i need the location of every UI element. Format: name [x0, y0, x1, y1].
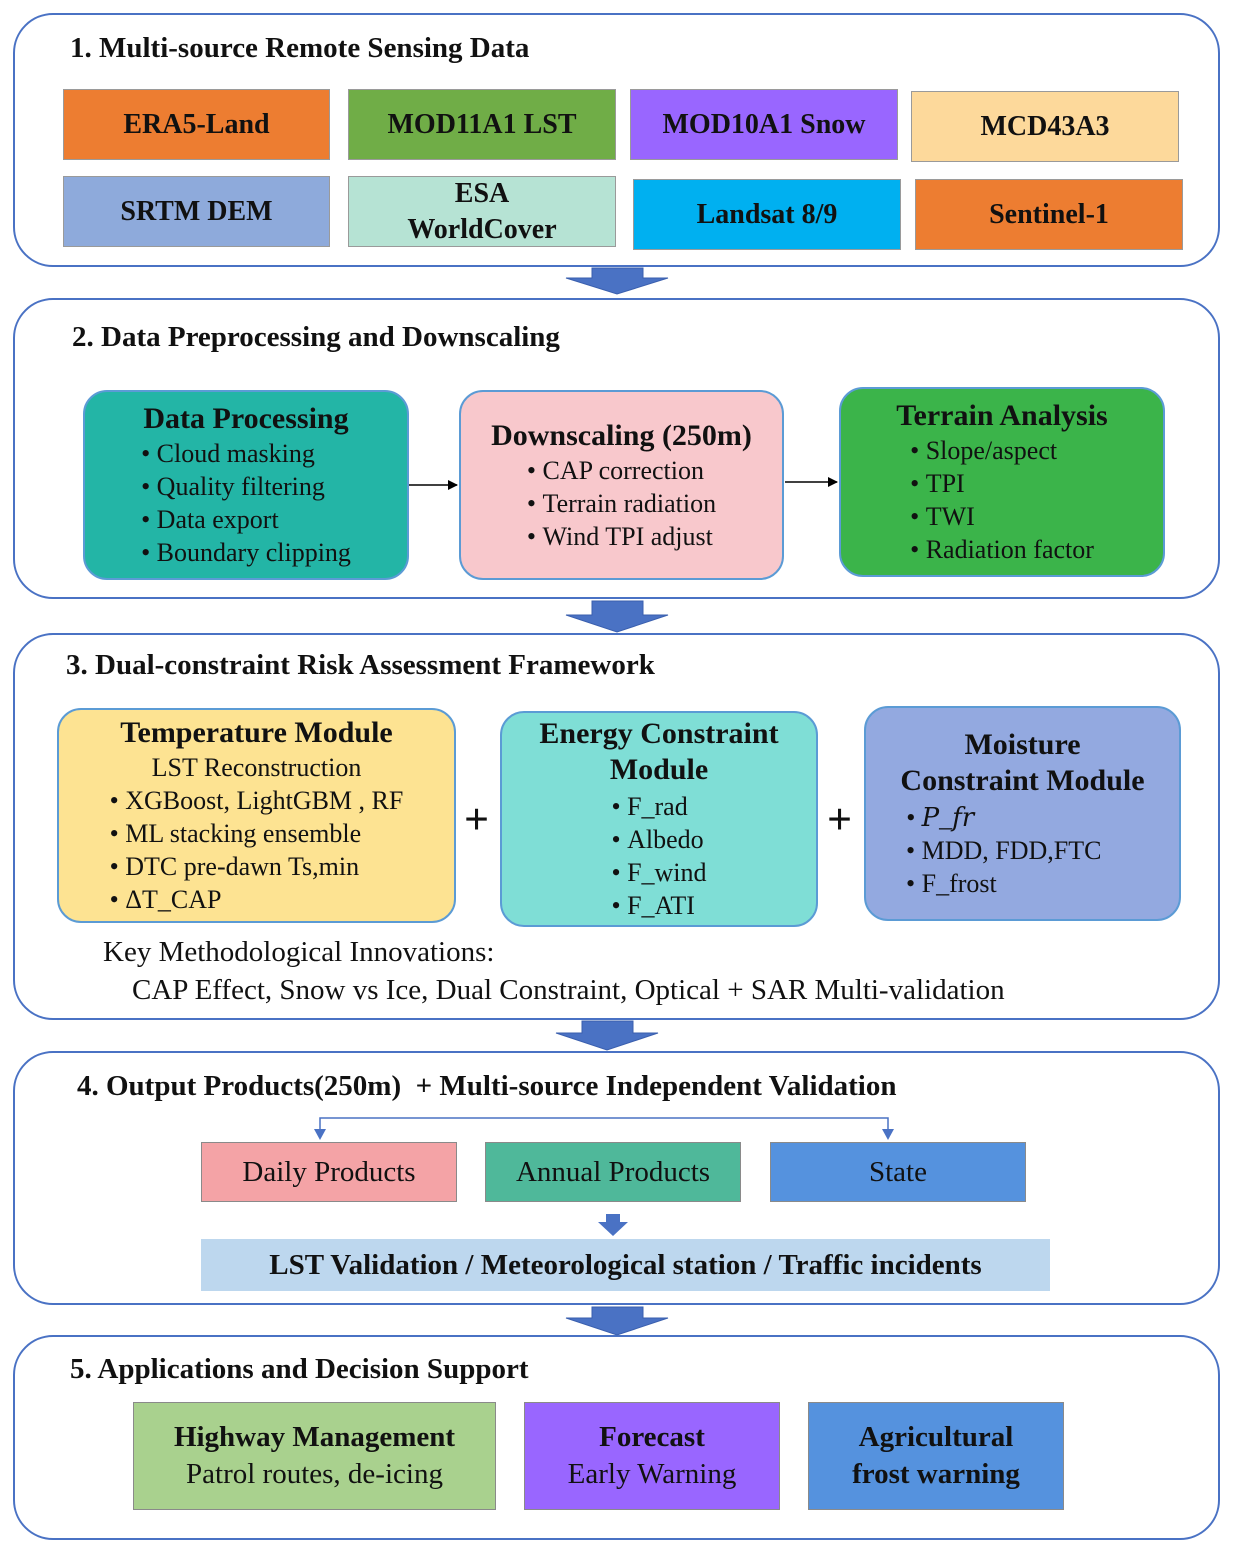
list-item: Radiation factor [910, 533, 1094, 566]
down-block-arrow-3 [555, 1020, 659, 1051]
downscaling-list: CAP correction Terrain radiation Wind TP… [527, 454, 717, 553]
moisture-module-box: Moisture Constraint Module 𝑃_𝑓𝑟 MDD, FDD… [864, 706, 1181, 921]
validation-box: LST Validation / Meteorological station … [201, 1239, 1050, 1291]
source-landsat: Landsat 8/9 [633, 179, 901, 250]
list-item: XGBoost, LightGBM , RF [110, 784, 403, 817]
source-mcd43a3: MCD43A3 [911, 91, 1179, 162]
list-item: ML stacking ensemble [110, 817, 404, 850]
list-item: Slope/aspect [910, 434, 1094, 467]
list-item: F_rad [611, 790, 706, 823]
terrain-analysis-title: Terrain Analysis [896, 399, 1108, 432]
list-item: 𝑃_𝑓𝑟 [906, 801, 1101, 834]
down-block-arrow-4 [565, 1306, 669, 1336]
source-esa-worldcover: ESA WorldCover [348, 176, 616, 247]
forecast-sub: Early Warning [567, 1458, 737, 1490]
temperature-module-title: Temperature Module [120, 716, 393, 749]
list-item: TPI [910, 467, 1094, 500]
energy-module-list: F_rad Albedo F_wind F_ATI [611, 790, 706, 922]
list-item: F_wind [611, 856, 706, 889]
section-5-title: 5. Applications and Decision Support [70, 1353, 529, 1385]
forecast-box: Forecast Early Warning [524, 1402, 780, 1510]
agricultural-frost-title-line2: frost warning [852, 1458, 1020, 1490]
plus-sign-2: + [827, 795, 853, 844]
section-2-title: 2. Data Preprocessing and Downscaling [72, 321, 560, 353]
energy-module-box: Energy Constraint Module F_rad Albedo F_… [500, 711, 818, 927]
agricultural-frost-box: Agricultural frost warning [808, 1402, 1064, 1510]
products-bracket-arrowhead-right [882, 1129, 894, 1140]
annual-products-box: Annual Products [485, 1142, 741, 1202]
list-item: F_frost [906, 867, 1101, 900]
highway-management-sub: Patrol routes, de-icing [186, 1458, 443, 1490]
state-box: State [770, 1142, 1026, 1202]
temperature-module-list: XGBoost, LightGBM , RF ML stacking ensem… [110, 784, 404, 916]
list-item: DTC pre-dawn Ts,min [110, 850, 404, 883]
forecast-title: Forecast [599, 1421, 705, 1453]
list-item: Wind TPI adjust [527, 520, 716, 553]
section-4-title: 4. Output Products(250m) + Multi-source … [77, 1070, 897, 1102]
down-small-arrow [598, 1214, 628, 1236]
moisture-module-title-line1: Moisture [964, 728, 1081, 761]
section-3-title: 3. Dual-constraint Risk Assessment Frame… [66, 649, 655, 681]
source-era5-land: ERA5-Land [63, 89, 330, 160]
list-item: MDD, FDD,FTC [906, 834, 1102, 867]
temperature-module-box: Temperature Module LST Reconstruction XG… [57, 708, 456, 923]
list-item: CAP correction [527, 454, 716, 487]
highway-management-box: Highway Management Patrol routes, de-ici… [133, 1402, 496, 1510]
source-mod11a1-lst: MOD11A1 LST [348, 89, 616, 160]
energy-module-title-line1: Energy Constraint [539, 717, 779, 750]
data-processing-list: Cloud masking Quality filtering Data exp… [141, 437, 351, 569]
innovations-label: Key Methodological Innovations: [103, 936, 495, 968]
terrain-analysis-box: Terrain Analysis Slope/aspect TPI TWI Ra… [839, 387, 1165, 577]
moisture-module-list: 𝑃_𝑓𝑟 MDD, FDD,FTC F_frost [906, 801, 1102, 900]
source-sentinel-1: Sentinel-1 [915, 179, 1183, 250]
agricultural-frost-title-line1: Agricultural [858, 1421, 1014, 1453]
moisture-module-title-line2: Constraint Module [900, 764, 1145, 797]
energy-module-title-line2: Module [609, 753, 709, 786]
downscaling-box: Downscaling (250m) CAP correction Terrai… [459, 390, 784, 580]
list-item: Terrain radiation [527, 487, 717, 520]
source-mod10a1-snow: MOD10A1 Snow [630, 89, 898, 160]
list-item: Quality filtering [141, 470, 351, 503]
list-item: ΔT_CAP [110, 883, 404, 916]
list-item: Data export [141, 503, 351, 536]
list-item: Albedo [611, 823, 706, 856]
list-item: Boundary clipping [141, 536, 351, 569]
down-block-arrow-2 [565, 600, 669, 633]
plus-sign-1: + [464, 795, 490, 844]
innovations-text: CAP Effect, Snow vs Ice, Dual Constraint… [132, 974, 1005, 1006]
list-item: TWI [910, 500, 1094, 533]
temperature-module-subtitle: LST Reconstruction [151, 753, 362, 782]
data-processing-box: Data Processing Cloud masking Quality fi… [83, 390, 409, 580]
downscaling-title: Downscaling (250m) [491, 418, 752, 452]
highway-management-title: Highway Management [173, 1421, 456, 1453]
daily-products-box: Daily Products [201, 1142, 457, 1202]
section-1-title: 1. Multi-source Remote Sensing Data [70, 32, 530, 64]
products-bracket-arrowhead-left [314, 1129, 326, 1140]
down-block-arrow-1 [565, 267, 669, 295]
products-bracket-line [319, 1117, 889, 1130]
list-item: F_ATI [611, 889, 706, 922]
terrain-analysis-list: Slope/aspect TPI TWI Radiation factor [910, 434, 1094, 566]
source-srtm-dem: SRTM DEM [63, 176, 330, 247]
data-processing-title: Data Processing [143, 402, 349, 435]
list-item: Cloud masking [141, 437, 351, 470]
